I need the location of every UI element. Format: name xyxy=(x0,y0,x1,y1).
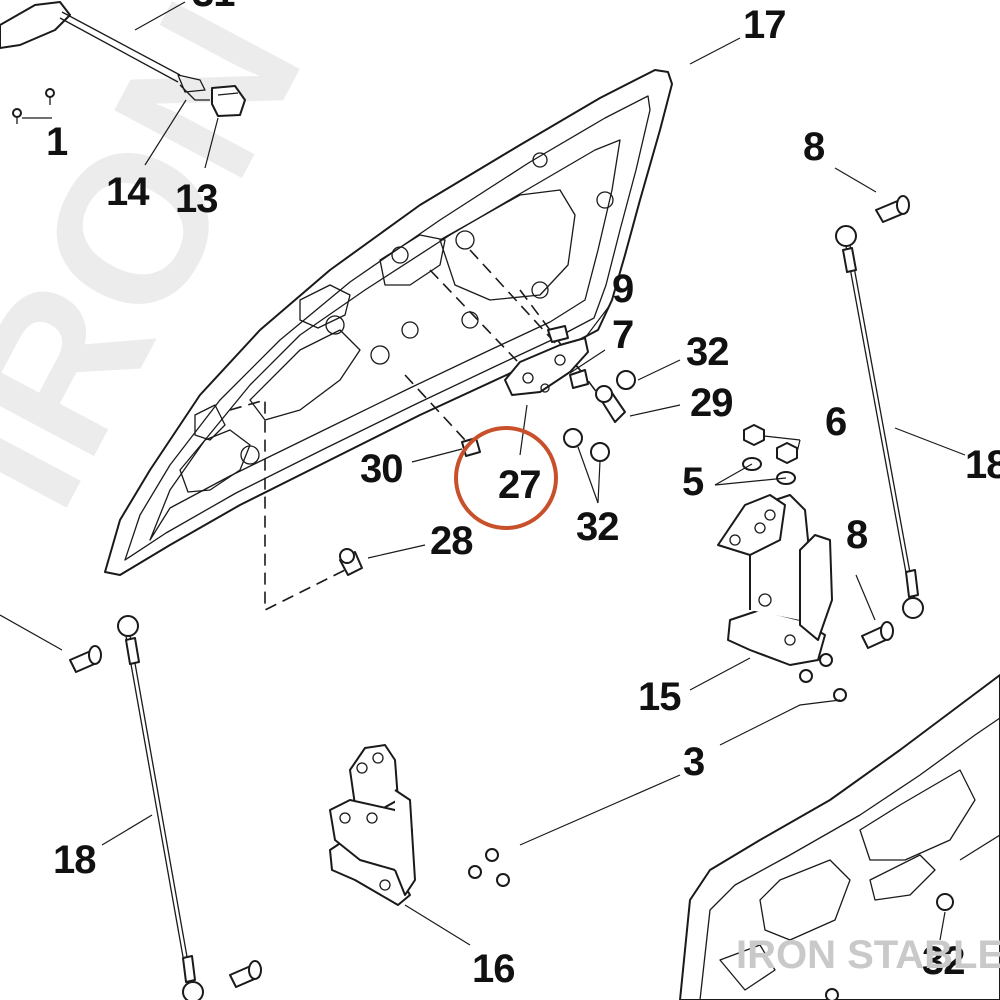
callout-6: 6 xyxy=(825,400,846,444)
screws-part-1 xyxy=(12,88,55,124)
leader-lines xyxy=(0,1,966,946)
callout-18-left: 18 xyxy=(53,838,96,882)
callout-7: 7 xyxy=(612,313,633,357)
hatch-lid xyxy=(104,69,673,576)
callout-3: 3 xyxy=(683,740,704,784)
bumper-part-28 xyxy=(339,548,363,576)
screws-part-3 xyxy=(468,653,847,887)
callout-29: 29 xyxy=(690,381,733,425)
callout-17: 17 xyxy=(743,3,786,47)
callout-13: 13 xyxy=(175,177,218,221)
screws-part-32-upper xyxy=(563,370,636,462)
strut-part-18-right xyxy=(835,225,924,619)
callout-5: 5 xyxy=(682,460,704,504)
callout-32-middle: 32 xyxy=(576,505,619,549)
callout-9: 9 xyxy=(612,267,633,311)
brand-mark: IRON STABLE xyxy=(736,933,1000,977)
strut-part-18-left xyxy=(117,615,204,1000)
cable-assembly xyxy=(0,1,246,117)
callout-16: 16 xyxy=(472,947,515,991)
callout-8-top: 8 xyxy=(803,125,825,169)
callout-27: 27 xyxy=(498,463,541,507)
callout-14: 14 xyxy=(106,170,150,214)
callout-31: 31 xyxy=(192,0,235,15)
callout-1: 1 xyxy=(46,120,68,164)
callout-32-lower: 32 xyxy=(922,939,965,983)
callout-8-right: 8 xyxy=(846,513,868,557)
callout-labels: 17 1 14 13 8 9 7 32 29 6 18 30 27 5 32 8… xyxy=(46,0,1000,991)
callout-18-right: 18 xyxy=(965,443,1000,487)
inner-panel xyxy=(679,674,1000,1000)
pin-part-29 xyxy=(595,385,626,423)
hinge-part-15 xyxy=(717,494,833,666)
callout-30: 30 xyxy=(360,447,403,491)
hinge-part-16 xyxy=(329,744,416,906)
highlight-circle xyxy=(454,426,558,530)
nuts-washers xyxy=(742,424,798,485)
hinge-plate xyxy=(504,325,589,396)
bolts-part-8 xyxy=(69,195,910,988)
callout-15: 15 xyxy=(638,675,681,719)
callout-28: 28 xyxy=(430,519,473,563)
callout-32-upper: 32 xyxy=(686,330,729,374)
